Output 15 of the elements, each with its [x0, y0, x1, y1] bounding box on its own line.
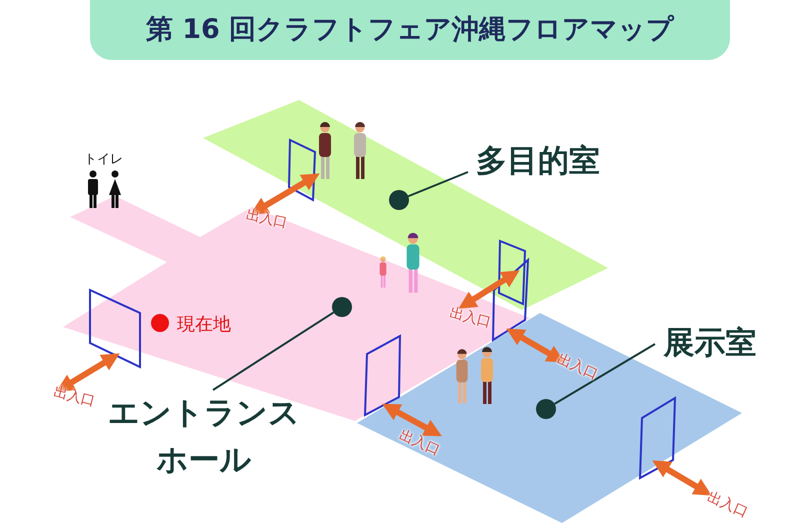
entrance-label: 出入口 — [52, 383, 97, 411]
location-label: 現在地 — [177, 313, 231, 336]
toilet-label: トイレ — [84, 151, 123, 168]
room-label: エントランスホール — [104, 390, 304, 484]
entrance-label: 出入口 — [554, 350, 600, 384]
entrance-label: 出入口 — [448, 304, 493, 332]
room-label: 展示室 — [655, 320, 765, 366]
room-label: 多目的室 — [468, 138, 608, 184]
leader-line — [212, 312, 334, 391]
map-title: 第 16 回クラフトフェア沖縄フロアマップ — [90, 0, 730, 60]
entrance-label: 出入口 — [396, 426, 442, 460]
entrance-label: 出入口 — [244, 206, 290, 232]
leader-line — [554, 343, 656, 405]
leader-line — [408, 171, 468, 198]
entrance-label: 出入口 — [704, 488, 750, 522]
